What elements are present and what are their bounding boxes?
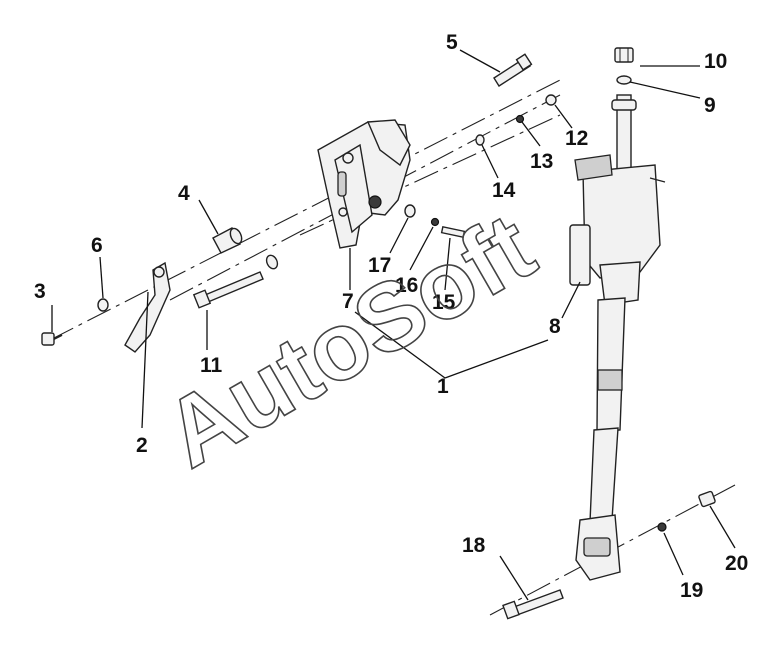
callout-14: 14	[492, 179, 516, 202]
part-17-washer	[404, 204, 416, 218]
part-8-steering-column	[569, 94, 666, 581]
part-12-nut	[545, 94, 557, 106]
callout-labels: 1 2 3 4 5 6 7 8 9 10 11 12 13 14 15 16 1…	[34, 31, 748, 602]
part-15-bolt	[440, 225, 466, 239]
callout-7: 7	[342, 290, 354, 313]
part-14-washer	[475, 134, 485, 146]
callout-12: 12	[565, 127, 588, 150]
callout-20: 20	[725, 552, 748, 575]
leader-lines	[51, 49, 736, 601]
part-20-nut	[698, 490, 716, 508]
part-5-bolt	[493, 53, 533, 87]
part-16-washer	[430, 217, 440, 227]
callout-3: 3	[34, 280, 46, 303]
part-1-mounting-bracket	[317, 119, 411, 249]
part-9-washer	[616, 75, 632, 85]
part-3-screw	[41, 332, 63, 346]
callout-10: 10	[704, 50, 727, 73]
callout-6: 6	[91, 234, 103, 257]
callout-11: 11	[200, 354, 223, 377]
callout-16: 16	[395, 274, 418, 297]
callout-17: 17	[368, 254, 391, 277]
part-6-washer	[97, 298, 109, 312]
callout-2: 2	[136, 434, 148, 457]
callout-9: 9	[704, 94, 716, 117]
callout-18: 18	[462, 534, 486, 557]
callout-1: 1	[437, 375, 449, 398]
part-11-bolt	[192, 254, 279, 309]
part-19-washer	[657, 522, 667, 532]
callout-5: 5	[446, 31, 458, 54]
part-4-spacer	[212, 227, 243, 254]
callout-15: 15	[432, 291, 456, 314]
callout-4: 4	[178, 182, 190, 205]
callout-13: 13	[530, 150, 553, 173]
part-18-bolt	[502, 589, 564, 620]
callout-19: 19	[680, 579, 703, 602]
part-13-washer	[515, 114, 525, 124]
part-10-nut	[614, 47, 634, 63]
callout-8: 8	[549, 315, 561, 338]
